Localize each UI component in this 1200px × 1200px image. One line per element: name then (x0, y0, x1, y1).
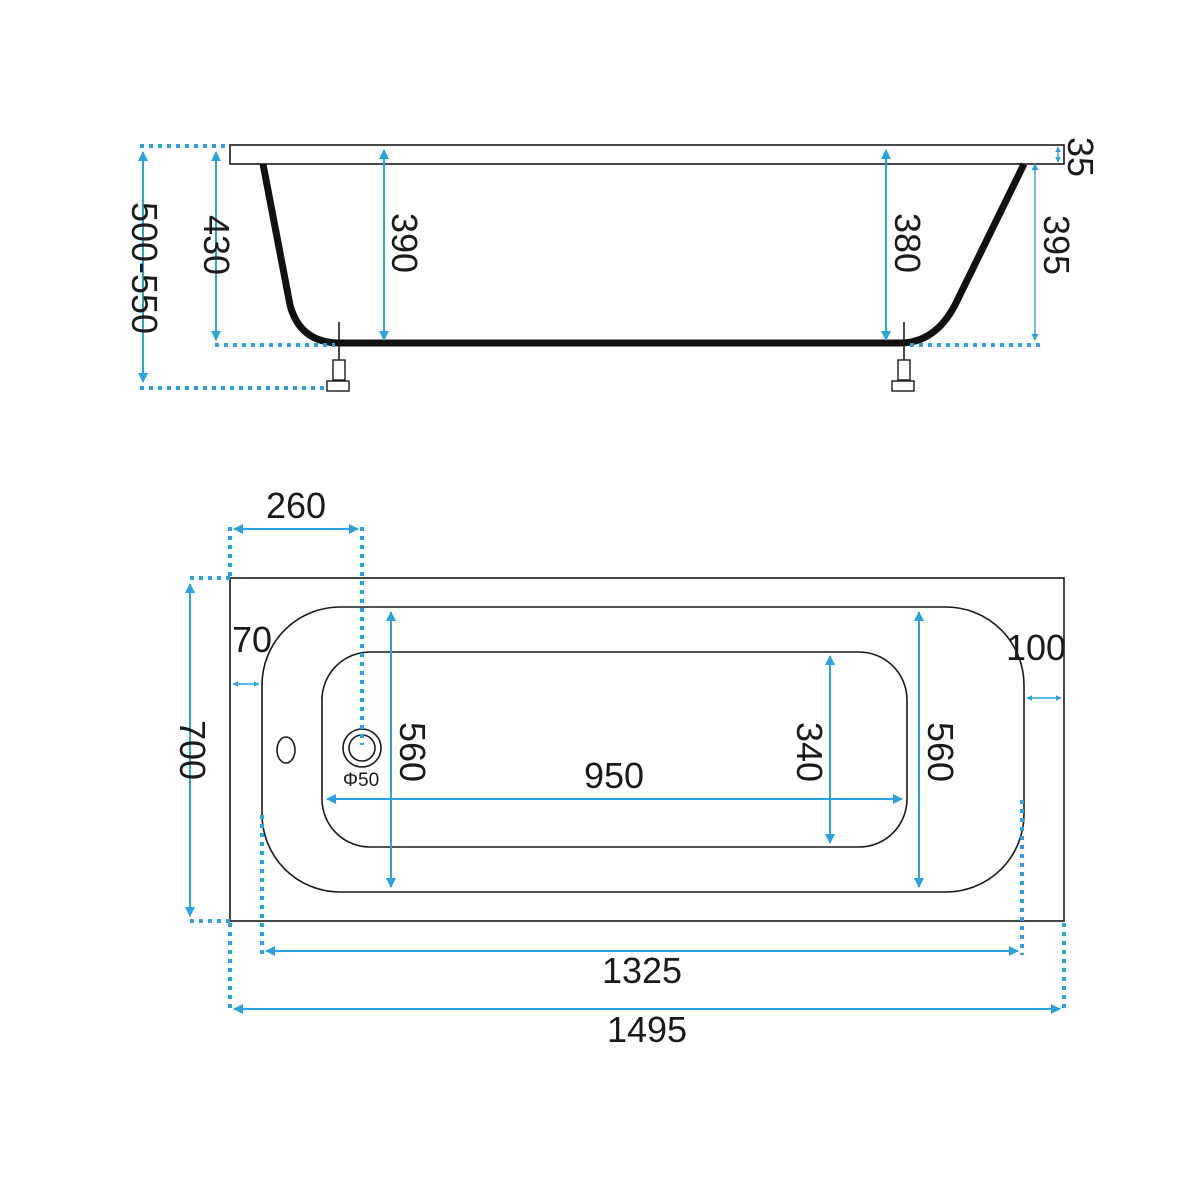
label-inner-width-left: 560 (392, 722, 433, 782)
label-height-left: 430 (196, 215, 237, 275)
top-view: Φ50 260 700 70 100 560 340 560 950 (172, 485, 1066, 1050)
tub-body-profile (259, 162, 1028, 347)
overflow-hole (276, 736, 296, 764)
label-inner-width-right: 560 (920, 722, 961, 782)
label-floor-length: 950 (584, 755, 644, 796)
label-rim: 35 (1060, 137, 1101, 177)
label-depth-left: 390 (384, 213, 425, 273)
label-depth-right: 380 (887, 213, 928, 273)
tub-outer-outline (229, 577, 1065, 922)
label-rim-right: 100 (1006, 627, 1066, 668)
tub-rim (229, 144, 1065, 165)
label-height-right: 395 (1036, 215, 1077, 275)
label-drain-offset: 260 (266, 485, 326, 526)
label-floor-width: 340 (789, 722, 830, 782)
tub-inner-basin (261, 606, 1025, 893)
label-rim-left: 70 (232, 619, 272, 660)
label-width: 700 (172, 720, 213, 780)
label-drain-diameter: Φ50 (343, 770, 379, 791)
tub-leg-right (891, 322, 915, 392)
tub-leg-left (326, 322, 350, 392)
side-view: 500-550 430 390 380 395 35 (124, 137, 1101, 392)
tub-floor (321, 651, 908, 848)
label-total-height: 500-550 (124, 202, 165, 334)
label-total-length: 1495 (607, 1009, 687, 1050)
label-inner-length: 1325 (602, 950, 682, 991)
